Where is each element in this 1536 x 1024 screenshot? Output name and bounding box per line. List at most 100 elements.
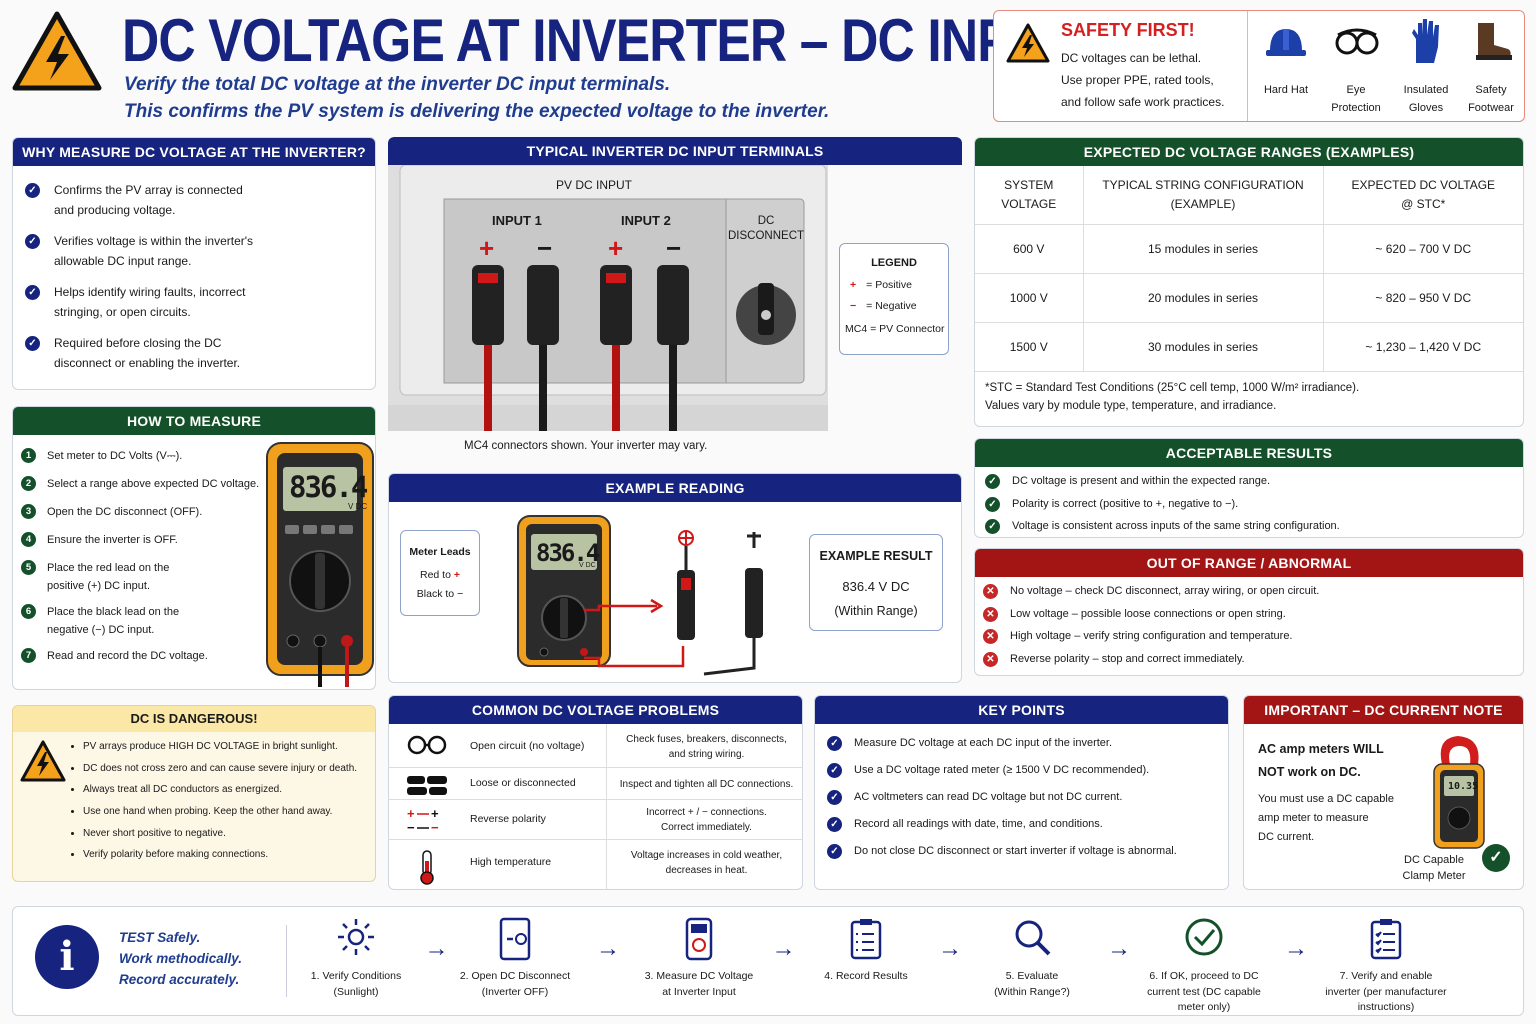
meter-display-reading: 836.4 — [289, 470, 368, 504]
example-result-box: EXAMPLE RESULT 836.4 V DC (Within Range) — [809, 534, 943, 631]
multimeter-image — [266, 442, 374, 687]
danger-item: Never short positive to negative. — [83, 827, 357, 841]
legend-box: LEGEND += Positive −= Negative MC4 = PV … — [839, 243, 949, 355]
example-result-note: (Within Range) — [834, 604, 918, 618]
step-number-badge: 6 — [21, 604, 36, 619]
legend-title: LEGEND — [871, 257, 917, 269]
example-meter-reading: 836.4 — [536, 539, 600, 567]
check-icon: ✓ — [1482, 844, 1510, 872]
input-1-label: INPUT 1 — [492, 213, 542, 228]
problems-title: COMMON DC VOLTAGE PROBLEMS — [389, 696, 802, 724]
abnormal-item: ✕No voltage – check DC disconnect, array… — [983, 584, 1523, 599]
legend-positive: = Positive — [866, 279, 912, 291]
problem-label: Reverse polarity — [470, 813, 546, 825]
arrow-right-icon: → — [1284, 935, 1308, 962]
minus-symbol: − — [666, 233, 682, 263]
check-icon: ✓ — [25, 234, 40, 249]
arrow-right-icon: → — [771, 935, 796, 962]
dc-disconnect-icon — [495, 917, 535, 966]
ranges-note: Values vary by module type, temperature,… — [985, 399, 1277, 412]
key-point: ✓AC voltmeters can read DC voltage but n… — [827, 790, 1228, 805]
dc-current-note-panel: IMPORTANT – DC CURRENT NOTE AC amp meter… — [1243, 695, 1524, 890]
process-step-label: 4. Record Results — [824, 970, 908, 982]
step-number-badge: 3 — [21, 504, 36, 519]
red-lead-label: Red to — [420, 569, 451, 581]
hard-hat-icon — [1266, 29, 1306, 56]
process-step-label: 5. Evaluate(Within Range?) — [994, 970, 1070, 998]
subtitle-line-2: This confirms the PV system is deliverin… — [124, 101, 830, 122]
table-cell: 1000 V — [975, 273, 1083, 323]
problem-fix: Incorrect + / − connections.Correct imme… — [646, 807, 767, 833]
example-multimeter — [517, 515, 611, 667]
acceptable-results-panel: ACCEPTABLE RESULTS ✓DC voltage is presen… — [974, 438, 1524, 538]
how-title: HOW TO MEASURE — [13, 407, 375, 435]
clamp-reading: 10.35 — [1448, 781, 1479, 792]
page-title: DC VOLTAGE AT INVERTER – DC INPUT — [122, 7, 1079, 74]
safety-line: DC voltages can be lethal. — [1061, 51, 1202, 65]
danger-item: Use one hand when probing. Keep the othe… — [83, 805, 357, 819]
footer-process-bar: i TEST Safely.Work methodically.Record a… — [12, 906, 1524, 1016]
check-icon: ✓ — [985, 496, 1000, 512]
minus-symbol: − — [537, 233, 553, 263]
example-meter-unit: V DC — [579, 562, 596, 569]
abnormal-item: ✕Low voltage – possible loose connection… — [983, 606, 1523, 622]
safety-first-box: SAFETY FIRST! DC voltages can be lethal.… — [993, 10, 1525, 122]
why-item: ✓Helps identify wiring faults, incorrect… — [25, 282, 363, 322]
checklist-icon — [1366, 917, 1406, 966]
check-icon: ✓ — [25, 183, 40, 198]
insulated-gloves-icon — [1412, 19, 1439, 63]
svg-text:−: − — [407, 820, 415, 834]
process-step-label: 2. Open DC Disconnect(Inverter OFF) — [459, 970, 571, 998]
current-title: IMPORTANT – DC CURRENT NOTE — [1244, 696, 1523, 724]
check-icon: ✓ — [827, 736, 842, 751]
step-number-badge: 7 — [21, 648, 36, 663]
thermometer-icon — [405, 849, 449, 889]
footer-motto: TEST Safely.Work methodically.Record acc… — [119, 930, 243, 987]
example-reading-panel: EXAMPLE READING Meter Leads Red to + Bla… — [388, 473, 962, 683]
x-icon: ✕ — [983, 606, 998, 622]
multimeter-icon — [679, 917, 719, 968]
meter-leads-box: Meter Leads Red to + Black to − — [400, 530, 480, 616]
problem-fix: Inspect and tighten all DC connections. — [619, 779, 794, 790]
check-icon: ✓ — [827, 763, 842, 778]
common-problems-panel: COMMON DC VOLTAGE PROBLEMS Open circuit … — [388, 695, 803, 890]
info-icon: i — [35, 925, 99, 989]
table-cell: ~ 620 – 700 V DC — [1322, 224, 1523, 274]
sun-icon — [336, 917, 376, 962]
check-icon: ✓ — [985, 474, 1000, 489]
arrow-right-icon: → — [596, 935, 620, 962]
loose-connection-icon — [405, 770, 449, 803]
abnormal-results-panel: OUT OF RANGE / ABNORMAL ✕No voltage – ch… — [974, 548, 1524, 676]
acceptable-item: ✓Polarity is correct (positive to +, neg… — [985, 496, 1523, 512]
subtitle-line-1: Verify the total DC voltage at the inver… — [124, 74, 671, 95]
plus-symbol: + — [479, 233, 495, 263]
plus-symbol: + — [608, 233, 624, 263]
svg-text:+: + — [431, 806, 439, 821]
step-number-badge: 5 — [21, 560, 36, 575]
problem-label: High temperature — [470, 856, 552, 868]
check-icon: ✓ — [827, 790, 842, 805]
example-result-title: EXAMPLE RESULT — [819, 549, 933, 563]
terminals-title: TYPICAL INVERTER DC INPUT TERMINALS — [388, 137, 962, 165]
key-points-panel: KEY POINTS ✓Measure DC voltage at each D… — [814, 695, 1229, 890]
table-cell: ~ 820 – 950 V DC — [1322, 273, 1523, 323]
abnormal-item: ✕Reverse polarity – stop and correct imm… — [983, 651, 1523, 667]
table-cell: 600 V — [975, 224, 1083, 274]
clamp-meter-image — [1433, 736, 1485, 849]
terminals-caption: MC4 connectors shown. Your inverter may … — [464, 440, 708, 452]
table-cell: 20 modules in series — [1082, 273, 1323, 323]
